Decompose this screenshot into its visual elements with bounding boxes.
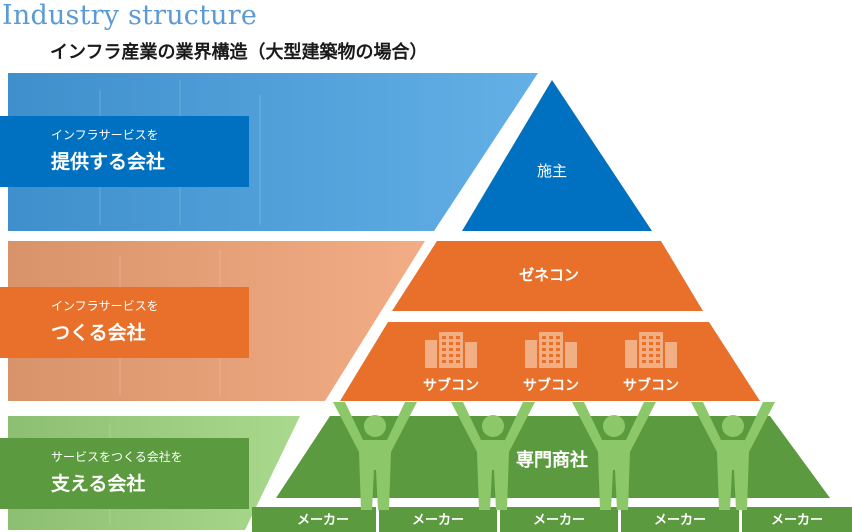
title-jp: インフラ産業の業界構造（大型建築物の場合） [50, 38, 427, 64]
subcon-label-3: サブコン [623, 377, 679, 394]
tier-tag-build: インフラサービスを つくる会社 [0, 287, 249, 358]
maker-label-2: メーカー [412, 513, 464, 528]
tier-tag-support: サービスをつくる会社を 支える会社 [0, 438, 249, 509]
tier-support-line2: 支える会社 [51, 469, 145, 496]
tier-build-line1: インフラサービスを [51, 297, 159, 314]
maker-label-5: メーカー [771, 513, 823, 528]
tier-support-line1: サービスをつくる会社を [51, 448, 183, 465]
title-en: Industry structure [2, 0, 257, 31]
maker-label-1: メーカー [297, 513, 349, 528]
tier-build-line2: つくる会社 [51, 318, 146, 345]
tier-tag-provide: インフラサービスを 提供する会社 [0, 116, 249, 187]
tier-provide-line1: インフラサービスを [51, 126, 159, 143]
maker-label-4: メーカー [654, 513, 706, 528]
maker-label-3: メーカー [533, 513, 585, 528]
owner-label: 施主 [537, 162, 567, 180]
subcon-label-2: サブコン [523, 377, 579, 394]
gc-label: ゼネコン [519, 266, 579, 284]
trading-label: 専門商社 [516, 449, 588, 471]
building-icons [425, 332, 677, 368]
subcon-label-1: サブコン [423, 377, 479, 394]
tier-provide-line2: 提供する会社 [51, 147, 165, 174]
